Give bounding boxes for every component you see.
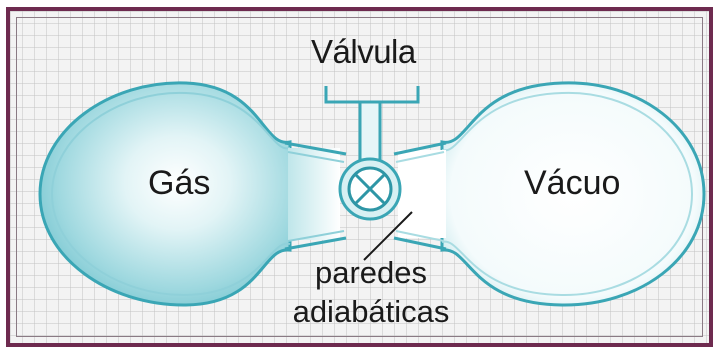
walls-label-line2: adiabáticas [292, 294, 450, 329]
gas-bulb [38, 81, 292, 307]
walls-leader-line [363, 211, 413, 261]
valve-handle [324, 86, 420, 162]
left-neck [284, 141, 347, 251]
adiabatic-walls-label: paredes adiabáticas [286, 253, 456, 331]
vacuum-bulb [440, 81, 706, 307]
right-neck [393, 141, 447, 251]
vacuum-label: Vácuo [524, 164, 621, 202]
gas-label: Gás [148, 164, 211, 202]
valve-icon [338, 157, 402, 221]
valve-label: Válvula [311, 33, 416, 70]
walls-label-line1: paredes [314, 255, 428, 290]
